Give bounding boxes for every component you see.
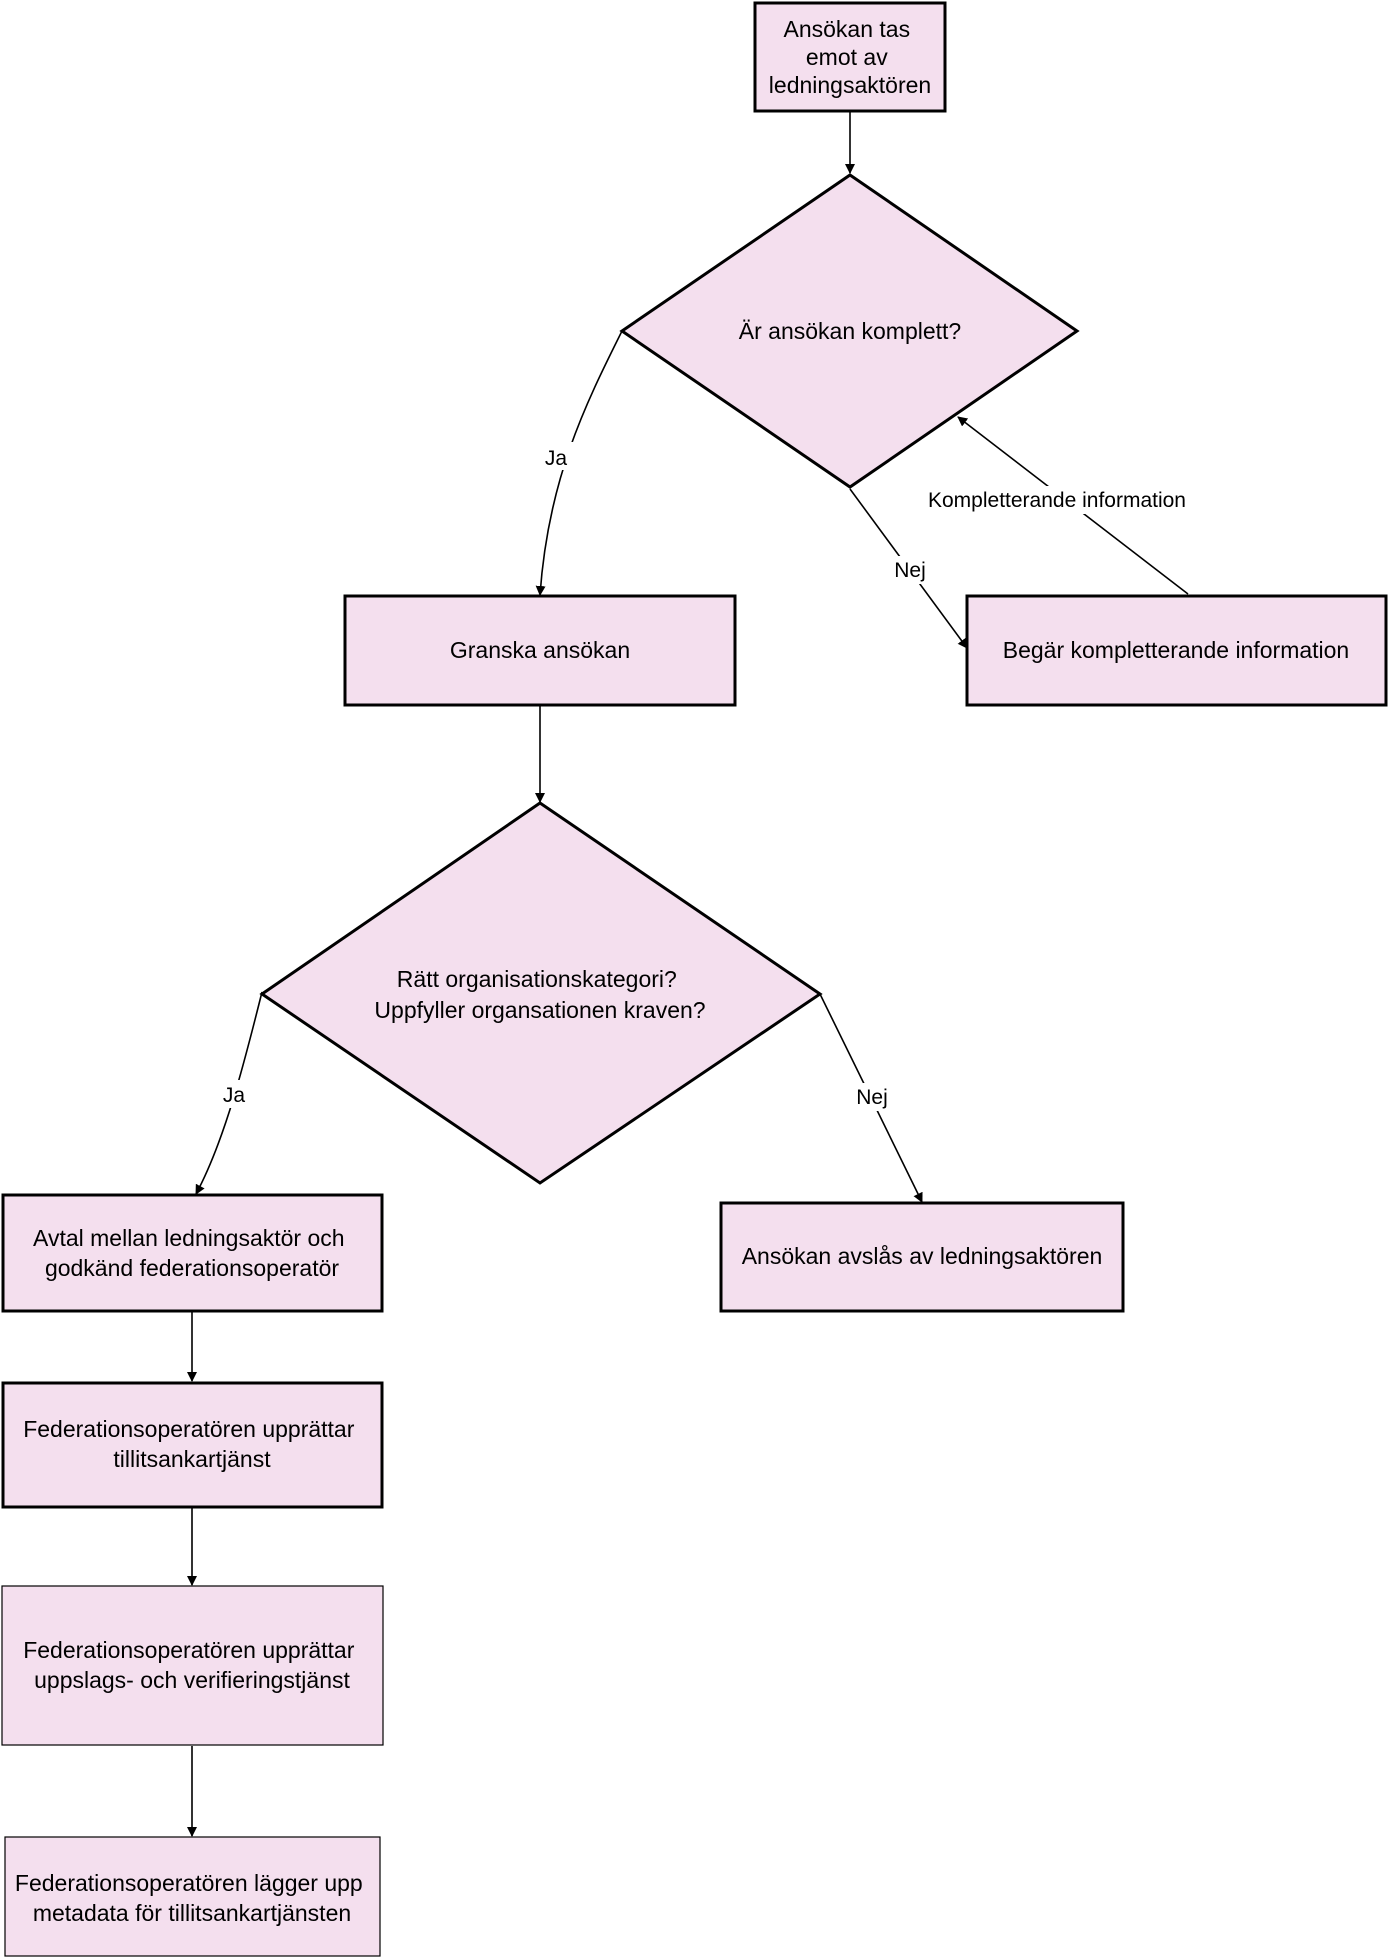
node-start-line: Ansökan tas [784, 16, 911, 42]
node-trust-anchor-label: Federationsoperatören upprättar tillitsa… [23, 1416, 361, 1472]
node-lookup-service-line: Federationsoperatören upprättar [23, 1637, 354, 1663]
node-decision-category [259, 801, 823, 1185]
node-decision-complete [619, 173, 1080, 489]
node-metadata-label: Federationsoperatören lägger upp metadat… [15, 1870, 369, 1926]
node-avtal-line: godkänd federationsoperatör [45, 1255, 339, 1281]
edge-label-d2-yes: Ja [223, 1084, 246, 1107]
node-lookup-service-label: Federationsoperatören upprättar uppslags… [23, 1637, 361, 1693]
node-avtal [1, 1193, 384, 1313]
node-start-label: Ansökan tas emot av ledningsaktören [769, 16, 931, 98]
node-decision-complete-label: Är ansökan komplett? [739, 318, 961, 344]
node-request-info [965, 594, 1388, 707]
node-reject-label: Ansökan avslås av ledningsaktören [742, 1243, 1103, 1269]
node-lookup-service-line: uppslags- och verifieringstjänst [34, 1667, 350, 1693]
node-lookup-service [1, 1585, 384, 1746]
edge-label-d1-no: Nej [894, 559, 926, 582]
node-start-line: emot av [806, 44, 888, 70]
node-trust-anchor-line: tillitsankartjänst [113, 1446, 271, 1472]
node-start-line: ledningsaktören [769, 72, 931, 98]
node-trust-anchor [1, 1381, 384, 1509]
node-trust-anchor-line: Federationsoperatören upprättar [23, 1416, 354, 1442]
node-decision-category-line: Uppfyller organsationen kraven? [374, 997, 705, 1023]
edge-label-d2-no: Nej [856, 1086, 888, 1109]
node-request-info-label: Begär kompletterande information [1003, 637, 1349, 663]
node-metadata-line: metadata för tillitsankartjänsten [33, 1900, 351, 1926]
node-review [343, 594, 737, 707]
node-decision-category-label: Rätt organisationskategori? Uppfyller or… [374, 966, 705, 1023]
node-avtal-label: Avtal mellan ledningsaktör och godkänd f… [33, 1225, 351, 1281]
node-review-label: Granska ansökan [450, 637, 630, 663]
node-reject [719, 1201, 1125, 1313]
edge-label-feedback: Kompletterande information [928, 489, 1186, 512]
edge-label-d1-yes: Ja [545, 447, 568, 470]
node-avtal-line: Avtal mellan ledningsaktör och [33, 1225, 345, 1251]
node-start [753, 1, 947, 113]
node-metadata [4, 1836, 381, 1957]
node-metadata-line: Federationsoperatören lägger upp [15, 1870, 363, 1896]
node-decision-category-line: Rätt organisationskategori? [397, 966, 677, 992]
